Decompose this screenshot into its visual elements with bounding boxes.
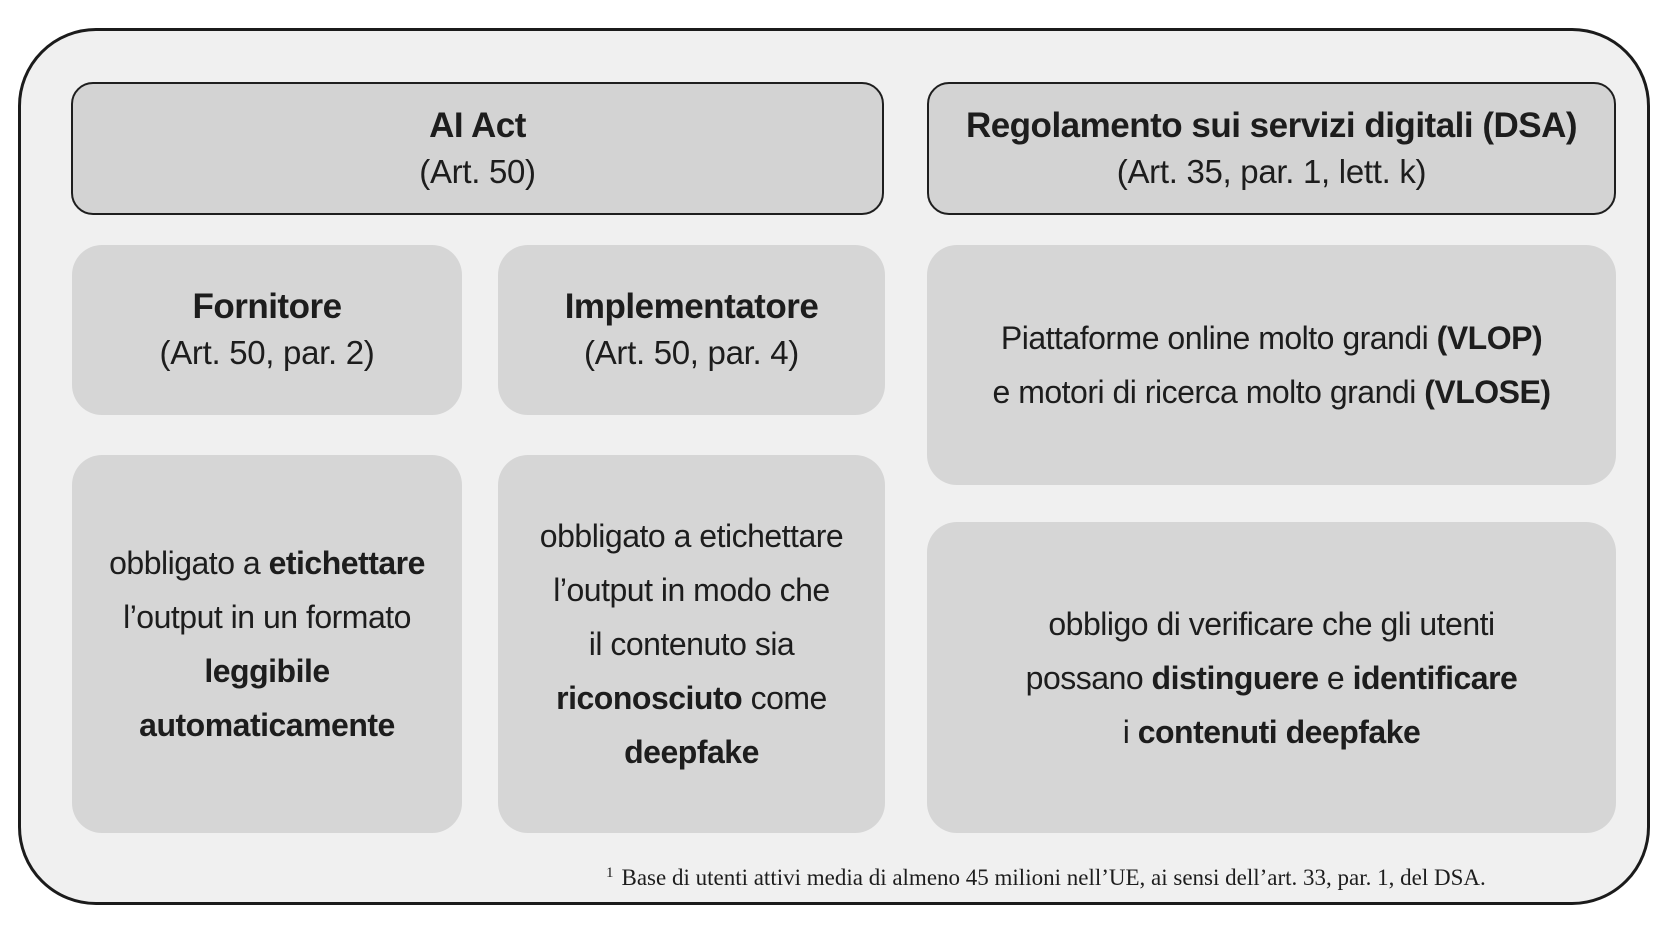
dsa-obligation-text: obbligo di verificare che gli utenti pos… <box>1026 597 1518 759</box>
dsa-platforms-text: Piattaforme online molto grandi (VLOP) e… <box>993 311 1551 419</box>
footnote: 1 Base di utenti attivi media di almeno 4… <box>606 858 1606 893</box>
dsa-obligation-line-3a: i <box>1122 713 1138 750</box>
implementatore-obligation-text: obbligato a etichettare l’output in modo… <box>539 509 844 779</box>
implementatore-title: Implementatore <box>564 287 819 326</box>
ai-act-title: AI Act <box>429 105 526 145</box>
implementatore-line-4-bold: riconosciuto <box>556 680 743 716</box>
implementatore-box: Implementatore (Art. 50, par. 4) <box>498 245 885 415</box>
ai-act-subtitle: (Art. 50) <box>419 152 536 190</box>
fornitore-obligation-box: obbligato a etichettare l’output in un f… <box>72 455 462 833</box>
implementatore-line-3: il contenuto sia <box>588 626 795 662</box>
vlose-label: (VLOSE) <box>1424 374 1551 410</box>
dsa-subtitle: (Art. 35, par. 1, lett. k) <box>1116 152 1427 190</box>
footnote-marker: 1 <box>606 865 614 881</box>
dsa-title: Regolamento sui servizi digitali (DSA) <box>965 105 1578 145</box>
fornitore-line-4: automaticamente <box>139 707 395 743</box>
fornitore-title: Fornitore <box>192 287 342 326</box>
footnote-text: Base di utenti attivi media di almeno 45… <box>621 865 1486 890</box>
vlop-label: (VLOP) <box>1436 320 1543 356</box>
dsa-platforms-box: Piattaforme online molto grandi (VLOP) e… <box>927 245 1616 485</box>
implementatore-line-4: come <box>742 680 828 716</box>
distinguere-label: distinguere <box>1151 659 1319 696</box>
fornitore-subtitle: (Art. 50, par. 2) <box>159 334 375 371</box>
implementatore-line-2: l’output in modo che <box>553 572 830 608</box>
identificare-label: identificare <box>1352 659 1518 696</box>
fornitore-line-3: leggibile <box>204 653 330 689</box>
fornitore-box: Fornitore (Art. 50, par. 2) <box>72 245 462 415</box>
implementatore-line-5: deepfake <box>624 734 759 770</box>
fornitore-line-1-bold: etichettare <box>268 545 426 581</box>
implementatore-obligation-box: obbligato a etichettare l’output in modo… <box>498 455 885 833</box>
dsa-header: Regolamento sui servizi digitali (DSA) (… <box>927 82 1616 215</box>
dsa-obligation-box: obbligo di verificare che gli utenti pos… <box>927 522 1616 833</box>
fornitore-obligation-text: obbligato a etichettare l’output in un f… <box>109 536 425 752</box>
dsa-obligation-line-2c: e <box>1318 659 1353 696</box>
implementatore-line-1: obbligato a etichettare <box>539 518 844 554</box>
ai-act-header: AI Act (Art. 50) <box>71 82 884 215</box>
fornitore-line-2: l’output in un formato <box>123 599 411 635</box>
implementatore-subtitle: (Art. 50, par. 4) <box>584 334 799 371</box>
fornitore-line-1: obbligato a <box>109 545 269 581</box>
dsa-obligation-line-1: obbligo di verificare che gli utenti <box>1048 605 1495 642</box>
platforms-line-1: Piattaforme online molto grandi <box>1000 320 1437 356</box>
contenuti-deepfake-label: contenuti deepfake <box>1137 713 1421 750</box>
platforms-line-2: e motori di ricerca molto grandi <box>992 374 1425 410</box>
dsa-obligation-line-2a: possano <box>1025 659 1152 696</box>
